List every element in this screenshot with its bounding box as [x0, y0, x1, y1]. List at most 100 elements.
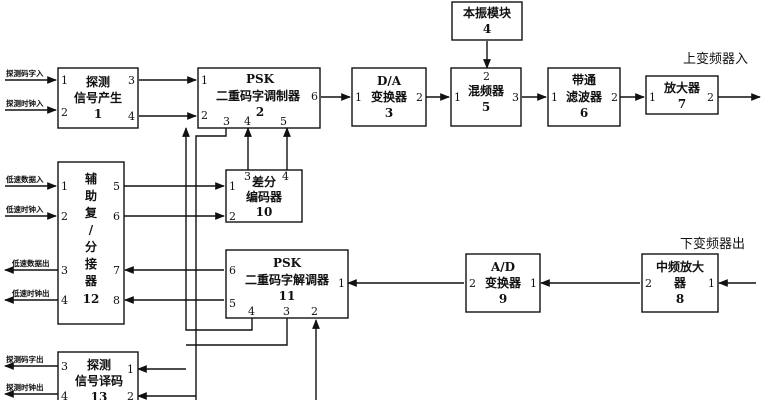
block-12-pin-5: 5 [113, 180, 120, 193]
block-10-line-2: 编码器 [245, 189, 283, 204]
block-psk-modulator: PSK 二重码字调制器 2 1 2 3 4 5 6 [197, 67, 321, 129]
block-5-pin-2: 2 [483, 70, 490, 83]
block-10-pin-3: 3 [244, 170, 251, 183]
block-10-number: 10 [256, 205, 273, 219]
block-1-pin-1: 1 [61, 74, 68, 87]
block-13-pin-1: 1 [127, 363, 134, 376]
block-1-pin-4: 4 [128, 110, 135, 123]
block-differential-encoder: 3 4 差分 编码器 10 1 2 [225, 169, 303, 223]
block-3-line-1: D/A [377, 74, 402, 88]
block-8-number: 8 [676, 292, 684, 306]
block-2-pin-5: 5 [280, 115, 287, 128]
block-4-line-1: 本振模块 [463, 5, 512, 20]
block-2-pin-2: 2 [201, 109, 208, 122]
block-5-pin-1: 1 [454, 91, 461, 104]
block-12-pin-6: 6 [113, 210, 120, 223]
block-10-pin-4: 4 [282, 170, 289, 183]
block-11-number: 11 [279, 289, 296, 303]
block-9-line-1: A/D [490, 260, 515, 274]
block-11-pin-1: 1 [338, 277, 345, 290]
block-3-pin-2: 2 [416, 91, 423, 104]
signal-probe-clk-in: 探测时钟入 [6, 98, 44, 108]
block-8-pin-2: 2 [645, 277, 652, 290]
block-11-line-1: PSK [273, 256, 302, 270]
signal-low-data-in: 低速数据入 [5, 174, 44, 184]
block-mixer: 2 混频器 5 1 3 [450, 67, 522, 127]
block-12-number: 12 [83, 292, 100, 306]
block-8-line-2: 器 [673, 276, 687, 290]
wire-2-bus [195, 128, 227, 400]
block-2-line-2: 二重码字调制器 [216, 88, 301, 103]
connection-wires [4, 41, 761, 400]
block-if-amplifier: 中频放大 器 8 1 2 [641, 253, 719, 313]
block-5-pin-3: 3 [512, 91, 519, 104]
block-9-number: 9 [499, 292, 507, 306]
block-13-line-2: 信号译码 [75, 373, 123, 388]
signal-probe-code-out: 探测码字出 [6, 354, 44, 364]
block-7-line-1: 放大器 [663, 80, 701, 95]
block-13-pin-3: 3 [61, 360, 68, 373]
signal-low-data-out: 低速数据出 [11, 258, 50, 268]
block-probe-signal-generator: 探测 信号产生 1 1 2 3 4 [57, 67, 139, 129]
block-2-pin-4: 4 [244, 115, 251, 128]
signal-low-clk-in: 低速时钟入 [5, 204, 44, 214]
wire-11-bus-b [186, 318, 288, 346]
block-da-converter: D/A 变换器 3 1 2 [351, 67, 427, 127]
block-aux-mux-demux: 辅 助 复 / 分 接 器 12 1 2 3 4 5 6 7 8 [57, 161, 125, 325]
block-8-line-1: 中频放大 [656, 259, 704, 274]
signal-labels: 探测码字入 探测时钟入 低速数据入 低速时钟入 低速数据出 低速时钟出 探测码字… [5, 68, 50, 392]
block-9-pin-2: 2 [469, 277, 476, 290]
block-12-line-5: 分 [85, 239, 97, 254]
block-1-number: 1 [94, 107, 102, 121]
block-2-pin-3: 3 [223, 115, 230, 128]
block-11-pin-3: 3 [283, 305, 290, 318]
block-2-pin-6: 6 [311, 90, 318, 103]
wire-11-bus-a [182, 127, 253, 331]
block-7-pin-1: 1 [649, 91, 656, 104]
block-3-line-2: 变换器 [371, 89, 408, 104]
signal-probe-clk-out: 探测时钟出 [6, 382, 44, 392]
block-5-line-1: 混频器 [468, 83, 505, 98]
block-13-number: 13 [91, 390, 108, 400]
block-10-line-1: 差分 [251, 174, 276, 189]
block-9-pin-1: 1 [530, 277, 537, 290]
label-downconverter-out: 下变频器出 [680, 236, 745, 252]
block-5-number: 5 [482, 100, 490, 114]
block-1-pin-3: 3 [128, 74, 135, 87]
block-6-line-2: 滤波器 [566, 89, 603, 104]
block-1-pin-2: 2 [61, 106, 68, 119]
block-7-number: 7 [678, 97, 686, 111]
block-6-line-1: 带通 [572, 72, 596, 87]
block-11-pin-6: 6 [229, 264, 236, 277]
block-13-pin-2: 2 [127, 390, 134, 400]
block-12-pin-3: 3 [61, 264, 68, 277]
block-11-pin-2: 2 [311, 305, 318, 318]
block-12-line-6: 接 [85, 256, 97, 271]
block-8-pin-1: 1 [708, 277, 715, 290]
block-6-number: 6 [580, 106, 588, 120]
block-psk-demodulator: PSK 二重码字解调器 11 1 2 3 4 5 6 [225, 249, 349, 319]
block-12-line-2: 助 [85, 188, 97, 203]
block-3-number: 3 [385, 106, 393, 120]
block-1-line-1: 探测 [86, 74, 110, 89]
block-amplifier: 放大器 7 1 2 [645, 75, 719, 115]
block-11-pin-5: 5 [229, 297, 236, 310]
signal-probe-code-in: 探测码字入 [6, 68, 44, 78]
block-6-pin-2: 2 [611, 91, 618, 104]
block-12-line-1: 辅 [85, 171, 97, 186]
block-2-line-1: PSK [246, 72, 275, 86]
block-ad-converter: A/D 变换器 9 1 2 [465, 253, 541, 313]
block-12-pin-4: 4 [61, 294, 68, 307]
block-12-line-3: 复 [84, 205, 98, 220]
block-10-pin-1: 1 [229, 180, 236, 193]
block-12-pin-2: 2 [61, 210, 68, 223]
block-bandpass-filter: 带通 滤波器 6 1 2 [547, 67, 621, 127]
block-4-number: 4 [483, 22, 491, 36]
block-12-line-7: 器 [84, 274, 98, 288]
block-12-pin-8: 8 [113, 294, 120, 307]
block-12-line-4: / [89, 223, 94, 237]
block-13-pin-4: 4 [61, 390, 68, 400]
block-12-pin-7: 7 [113, 264, 120, 277]
signal-low-clk-out: 低速时钟出 [11, 288, 50, 298]
